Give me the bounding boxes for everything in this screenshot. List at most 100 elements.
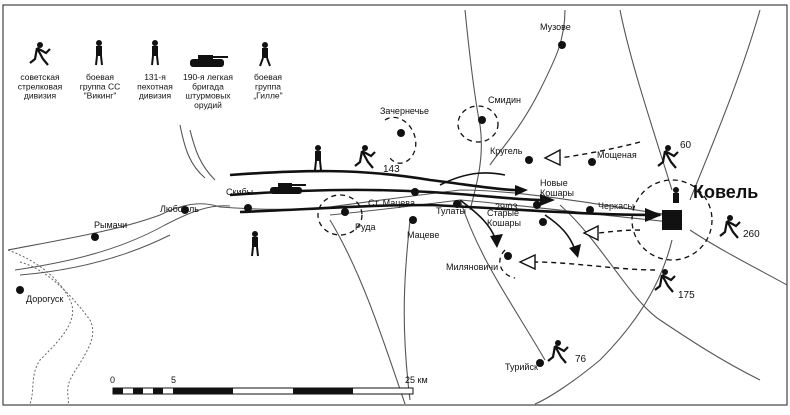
smidin-circle <box>457 105 499 143</box>
town-dorogusk <box>16 286 24 294</box>
soviet-rifle-division-icon <box>29 42 51 66</box>
town-kovel <box>662 210 682 230</box>
unit-number-143: 143 <box>383 164 400 175</box>
road-kovel <box>329 189 671 216</box>
road-muzove <box>489 9 566 166</box>
road-kovel-2 <box>329 199 671 223</box>
label-tuly: Тулаты <box>436 206 466 216</box>
river-west-2 <box>19 261 94 405</box>
zachernechye-arc <box>384 116 417 164</box>
town-turiysk <box>536 359 544 367</box>
label-skiby: Скибы <box>226 187 253 197</box>
road-matseve <box>403 219 411 401</box>
label-lyuboml: Любомль <box>160 204 199 214</box>
road-north-lyuboml <box>179 124 206 179</box>
road-southeast <box>559 204 761 381</box>
soviet-arrow-krugel <box>559 141 641 159</box>
road-north-lyuboml-2 <box>189 129 216 181</box>
town-markers <box>16 41 682 367</box>
soviet-arrow-milyanovichi <box>534 261 656 271</box>
label-cherkasy: Черкасы <box>598 201 634 211</box>
town-novye-koshary <box>533 201 541 209</box>
unit-number-60: 60 <box>680 140 692 151</box>
soviet-arrowhead-krugel <box>543 148 561 167</box>
viking-unit-marker <box>314 145 322 171</box>
road-north-kovel <box>619 9 673 191</box>
road-smidin <box>464 9 482 211</box>
scale-seg-4 <box>173 388 233 394</box>
road-rymachi-2 <box>19 234 171 276</box>
road-rymachi <box>14 205 231 271</box>
soviet-unit-marker-143 <box>354 145 376 169</box>
map-units <box>251 145 741 364</box>
label-muzove: Музове <box>540 22 571 32</box>
town-milyanovichi <box>504 252 512 260</box>
town-smidin <box>478 116 486 124</box>
label-turiysk: Турийск <box>505 362 538 372</box>
ss-viking-group-icon <box>95 40 103 66</box>
arrowhead-starye <box>490 234 503 248</box>
road-northeast-kovel <box>689 9 761 201</box>
legend-icons <box>29 40 271 67</box>
town-starye-koshary <box>539 218 547 226</box>
road-ruda-south <box>329 219 406 405</box>
label-ruda: Руда <box>355 222 375 232</box>
arrow-starye <box>459 199 496 239</box>
town-muzove <box>558 41 566 49</box>
label-dorogusk: Дорогуск <box>26 294 63 304</box>
road-south-kovel <box>534 239 673 405</box>
label-zachernechye: Зачернечье <box>380 106 429 116</box>
milyanovichi-arc <box>499 249 516 279</box>
unit-number-76: 76 <box>575 354 587 365</box>
unit-number-175: 175 <box>678 290 695 301</box>
arrowhead-southeast <box>569 244 581 258</box>
town-zachernechye <box>397 129 405 137</box>
place-labels: Музове Зачернечье Смидин Кругель Мощеная… <box>26 22 758 372</box>
label-matseve: Мацеве <box>407 230 439 240</box>
scale-seg-1 <box>113 388 123 394</box>
gille-group-icon <box>259 42 271 67</box>
scale-tick-0: 0 <box>110 375 115 385</box>
infantry-division-131-icon <box>151 40 159 66</box>
scale-seg-3 <box>153 388 163 394</box>
road-turiysk <box>459 199 546 361</box>
scale-seg-5 <box>293 388 353 394</box>
arrowhead-north <box>515 185 528 196</box>
unit-number-260: 260 <box>743 229 760 240</box>
road-east-kovel <box>689 229 788 286</box>
town-moshchenaya <box>588 158 596 166</box>
gille-unit-marker <box>673 187 679 203</box>
label-rymachi: Рымачи <box>94 220 127 230</box>
soviet-unit-marker-175 <box>654 269 676 293</box>
arrow-southeast <box>544 214 576 251</box>
infantry-unit-marker <box>251 231 259 257</box>
arrowhead-kovel <box>645 208 662 222</box>
label-smidin: Смидин <box>488 95 521 105</box>
town-ruda <box>341 208 349 216</box>
soviet-arrowhead-milyanovichi <box>518 253 536 271</box>
scale-tick-5: 5 <box>171 375 176 385</box>
scale-tick-25: 25 км <box>405 375 428 385</box>
ruda-circle <box>317 194 363 236</box>
kovel-pocket-circle <box>631 179 713 261</box>
arrow-krugel <box>439 172 506 186</box>
label-milyanovichi: Миляновичи <box>446 262 498 272</box>
town-rymachi <box>91 233 99 241</box>
map-frame <box>2 4 788 406</box>
scale-seg-2 <box>133 388 143 394</box>
soviet-arrowhead-cherkasy <box>582 224 599 242</box>
arrow-main-north <box>229 169 516 192</box>
label-st-matseva: Ст. Мацева <box>368 198 415 208</box>
soviet-unit-marker-260 <box>719 215 741 239</box>
soviet-unit-marker-76 <box>547 340 569 364</box>
label-krugel: Кругель <box>490 146 523 156</box>
arrow-main-south <box>239 203 661 217</box>
